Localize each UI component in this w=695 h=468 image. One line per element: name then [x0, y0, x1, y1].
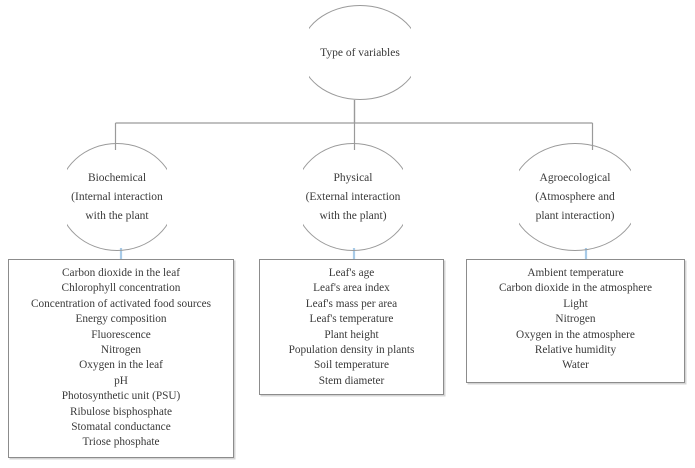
variable-item: Oxygen in the atmosphere [516, 328, 635, 341]
variable-item: Fluorescence [91, 328, 151, 341]
variable-item: Stomatal conductance [71, 421, 171, 434]
variable-item: Carbon dioxide in the atmosphere [498, 282, 653, 295]
variable-item: Leaf's temperature [309, 313, 394, 326]
node-physical-line-2: with the plant) [319, 209, 387, 222]
node-biochemical-line-2: with the plant [85, 209, 149, 222]
node-biochemical[interactable]: Biochemical (Internal interaction with t… [51, 143, 183, 251]
variable-item: Nitrogen [555, 313, 596, 326]
variable-item: Plant height [324, 328, 379, 341]
node-physical[interactable]: Physical (External interaction with the … [287, 143, 419, 251]
node-physical-line-0: Physical [333, 171, 373, 184]
variable-item: Leaf's mass per area [305, 297, 398, 310]
variable-item: Leaf's area index [313, 282, 390, 295]
variable-item: Relative humidity [534, 344, 617, 357]
variable-item: Leaf's age [328, 267, 375, 279]
node-biochemical-line-0: Biochemical [87, 171, 147, 184]
variable-item: Chlorophyll concentration [61, 282, 181, 295]
variable-item: Triose phosphate [82, 436, 160, 449]
node-agroecological-line-1: (Atmosphere and [535, 190, 615, 203]
variable-item: Population density in plants [288, 344, 415, 357]
variable-item: Concentration of activated food sources [30, 297, 212, 310]
variable-item: Stem diameter [318, 374, 385, 387]
variable-item: Carbon dioxide in the leaf [62, 267, 180, 279]
variable-item: Water [562, 359, 589, 372]
node-biochemical-line-1: (Internal interaction [71, 190, 163, 203]
variable-item: Oxygen in the leaf [79, 359, 163, 372]
variable-item: Soil temperature [314, 359, 389, 372]
node-type-of-variables[interactable]: Type of variables [293, 5, 427, 100]
variable-item: Light [563, 297, 588, 310]
variable-item: Ambient temperature [527, 267, 624, 279]
node-agroecological[interactable]: Agroecological (Atmosphere and plant int… [503, 143, 647, 251]
node-agroecological-line-0: Agroecological [539, 171, 611, 184]
variable-item: Photosynthetic unit (PSU) [61, 390, 181, 403]
variable-item: Nitrogen [100, 344, 142, 357]
node-root-line-0: Type of variables [320, 46, 400, 59]
variable-item: Energy composition [75, 313, 167, 326]
node-agroecological-line-2: plant interaction) [535, 209, 615, 222]
variable-item: Ribulose bisphosphate [70, 405, 172, 418]
variable-item: pH [114, 374, 128, 387]
node-physical-line-1: (External interaction [305, 190, 401, 203]
